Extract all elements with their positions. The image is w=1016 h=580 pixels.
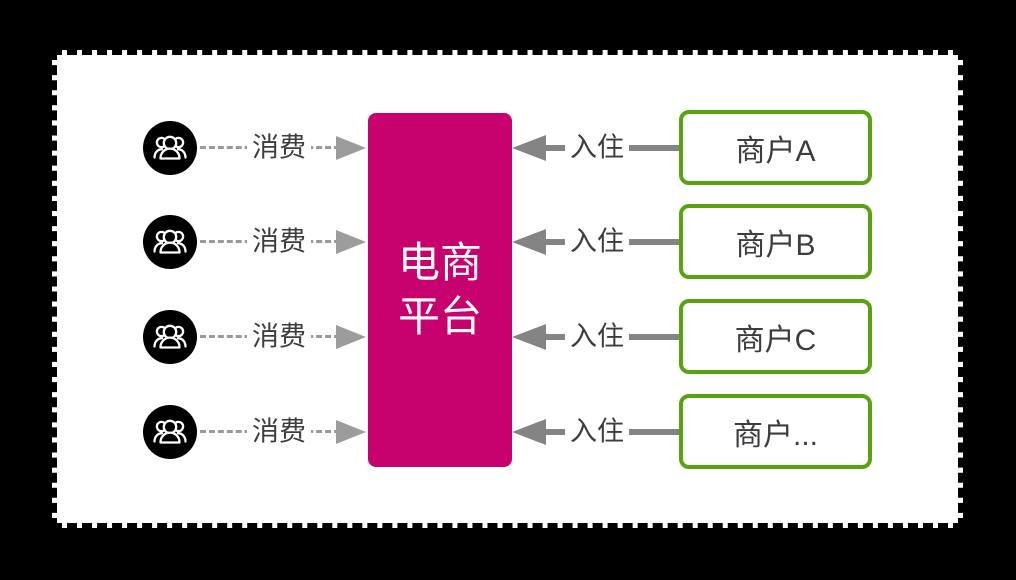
- flow-row-4: 消费 入住 商户...: [0, 394, 1016, 470]
- arrowhead-right-icon: [336, 136, 366, 160]
- arrowhead-left-icon: [512, 324, 546, 350]
- consume-edge-label: 消费: [247, 416, 311, 448]
- join-edge-label: 入住: [565, 321, 629, 353]
- merchant-label: 商户A: [735, 134, 816, 168]
- merchant-node-a: 商户A: [679, 110, 872, 185]
- flow-row-2: 消费 入住 商户B: [0, 204, 1016, 280]
- consume-edge-label: 消费: [247, 132, 311, 164]
- arrowhead-right-icon: [336, 325, 366, 349]
- merchant-label: 商户...: [732, 418, 818, 452]
- join-edge-label: 入住: [565, 226, 629, 258]
- users-group-icon: [141, 308, 199, 366]
- merchant-node-b: 商户B: [679, 204, 872, 279]
- arrowhead-left-icon: [512, 135, 546, 161]
- arrowhead-left-icon: [512, 229, 546, 255]
- flow-row-1: 消费 入住 商户A: [0, 110, 1016, 186]
- users-group-icon: [141, 403, 199, 461]
- users-group-icon: [141, 119, 199, 177]
- arrowhead-right-icon: [336, 420, 366, 444]
- arrowhead-left-icon: [512, 419, 546, 445]
- join-edge-label: 入住: [565, 416, 629, 448]
- merchant-node-c: 商户C: [679, 299, 872, 374]
- arrowhead-right-icon: [336, 230, 366, 254]
- ecommerce-platform-node: 电商 平台: [368, 113, 512, 467]
- users-group-icon: [141, 213, 199, 271]
- platform-label-line1: 电商: [397, 239, 482, 286]
- merchant-node-etc: 商户...: [679, 394, 872, 469]
- merchant-label: 商户B: [735, 228, 816, 262]
- consume-edge-label: 消费: [247, 321, 311, 353]
- flow-row-3: 消费 入住 商户C: [0, 299, 1016, 375]
- join-edge-label: 入住: [565, 132, 629, 164]
- platform-label-line2: 平台: [397, 293, 482, 340]
- consume-edge-label: 消费: [247, 226, 311, 258]
- merchant-label: 商户C: [734, 323, 817, 357]
